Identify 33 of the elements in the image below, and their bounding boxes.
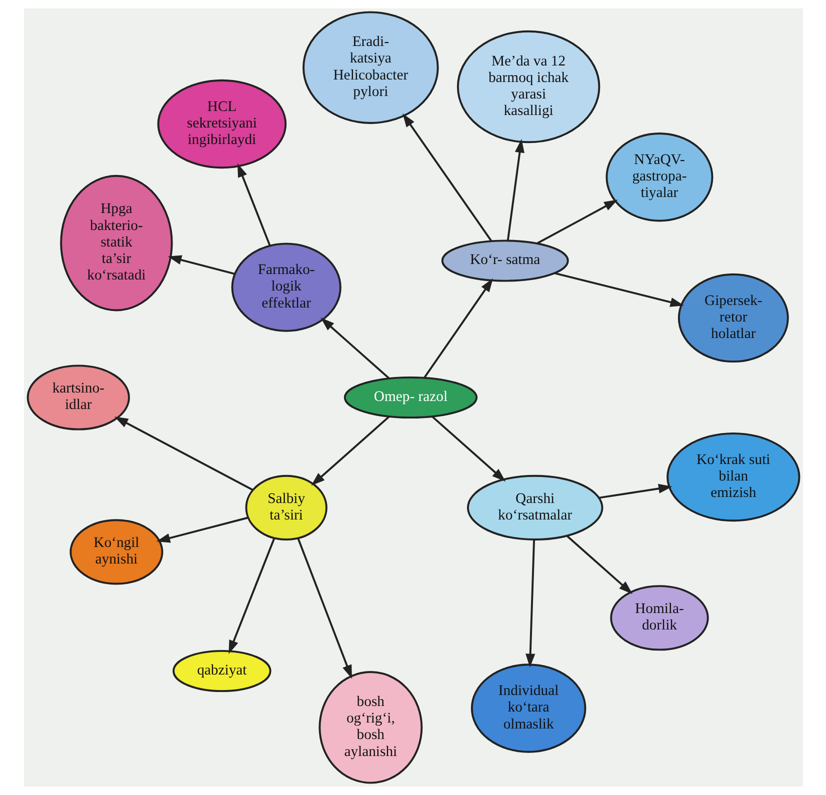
- node-ellipse: Ko‘krak suti bilan emizish: [666, 432, 800, 522]
- node-ellipse: Hpga bakterio- statik ta’sir ko‘rsatadi: [60, 174, 172, 312]
- node-ellipse: NYaQV- gastropa- tiyalar: [605, 132, 713, 222]
- node-ellipse: qabziyat: [172, 650, 271, 692]
- arrow: [402, 113, 492, 242]
- arrow: [114, 416, 253, 491]
- arrow: [310, 416, 390, 486]
- arrow: [506, 138, 524, 241]
- node-ellipse: HCL sekretsiyani ingibirlaydi: [156, 79, 286, 169]
- node-ellipse: Ko‘r- satma: [440, 240, 568, 282]
- arrow: [228, 538, 275, 654]
- arrow: [566, 535, 632, 594]
- node-ellipse: Salbiy ta’siri: [244, 474, 327, 540]
- arrow: [167, 255, 235, 275]
- arrow: [525, 540, 535, 668]
- arrow: [554, 272, 684, 307]
- node-circle: bosh og‘rig‘i, bosh aylanishi: [318, 671, 422, 784]
- node-ellipse: Qarshi ko‘rsatmalar: [466, 474, 603, 540]
- arrow: [320, 318, 390, 380]
- node-ellipse: Individual ko‘tara olmaslik: [470, 664, 586, 753]
- node-ellipse: Omep- razol: [343, 376, 478, 419]
- arrow: [296, 538, 352, 679]
- arrow: [236, 163, 270, 246]
- node-ellipse: Me’da va 12 barmoq ichak yarasi kasalligi: [456, 30, 600, 144]
- arrow: [423, 278, 493, 378]
- node-ellipse: Ko‘ngil aynishi: [69, 519, 163, 585]
- node-ellipse: Eradi- katsiya Helicobacter pylori: [302, 11, 438, 124]
- node-ellipse: Homila- dorlik: [610, 585, 708, 651]
- arrow: [156, 516, 248, 543]
- node-ellipse: Gipersek- retor holatlar: [677, 273, 788, 363]
- arrow: [598, 484, 672, 499]
- arrow: [536, 200, 618, 244]
- arrow: [431, 416, 506, 482]
